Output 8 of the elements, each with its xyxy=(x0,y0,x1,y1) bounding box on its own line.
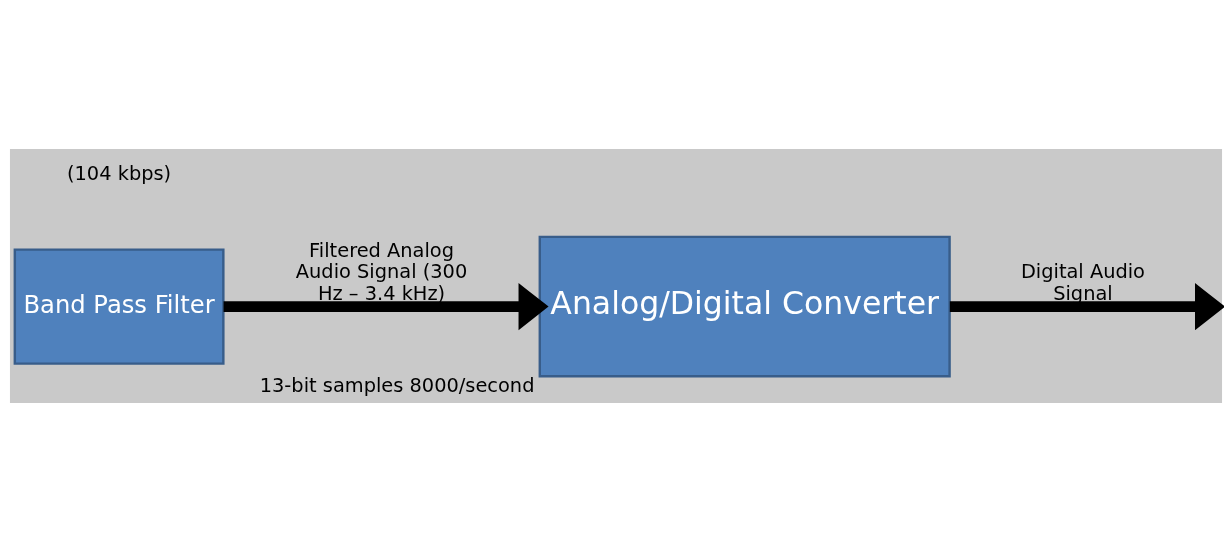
edge-label: Filtered Analog Audio Signal (300 Hz – 3.4 kHz) xyxy=(295,238,468,306)
label: (104 kbps) xyxy=(67,162,172,186)
arrow xyxy=(949,282,1224,331)
node-box: Analog/Digital Converter xyxy=(538,235,951,378)
edge-label: Digital Audio Signal xyxy=(1020,260,1145,306)
arrow xyxy=(223,282,549,331)
node-box: Band Pass Filter xyxy=(13,248,225,365)
node-label: 13-bit samples 8000/second xyxy=(259,373,535,397)
